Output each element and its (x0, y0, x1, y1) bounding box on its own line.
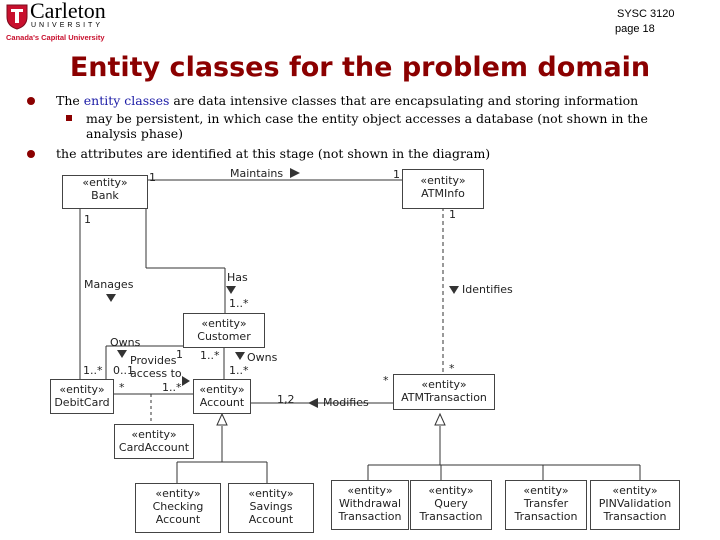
class-name: Transfer Transaction (514, 497, 578, 523)
assoc-owns-right: Owns (247, 351, 278, 364)
class-pinvalidation-transaction: «entity» PINValidation Transaction (590, 480, 680, 530)
assoc-owns-left: Owns (110, 336, 141, 349)
stereotype-label: «entity» (248, 487, 294, 500)
has-arrow-icon (226, 286, 236, 294)
class-name: ATMTransaction (401, 391, 487, 404)
mult-customer-owns-right: 1..* (200, 349, 220, 362)
class-atminfo: «entity» ATMInfo (402, 169, 484, 209)
stereotype-label: «entity» (612, 484, 658, 497)
mult-customer-has: 1..* (229, 297, 249, 310)
mult-atm-modifies: * (383, 374, 389, 387)
mult-customer-owns-left: 1 (176, 348, 183, 361)
stereotype-label: «entity» (420, 174, 466, 187)
generalization-arrow-transaction (434, 412, 446, 426)
bullet-1-prefix: The (56, 93, 80, 108)
bullet-1-highlight: entity classes (83, 93, 170, 108)
class-name: Withdrawal Transaction (338, 497, 402, 523)
sub-bullet-square (66, 115, 72, 121)
mult-atminfo-maintains: 1 (393, 168, 400, 181)
class-name: Savings Account (248, 500, 294, 526)
class-savings-account: «entity» Savings Account (228, 483, 314, 533)
provides-arrow-icon (182, 376, 190, 386)
sub-bullet-text: may be persistent, in which case the ent… (86, 111, 648, 141)
mult-provides-01: 0..1 (113, 364, 134, 377)
class-query-transaction: «entity» Query Transaction (410, 480, 492, 530)
assoc-manages: Manages (84, 278, 134, 291)
class-name: CardAccount (118, 441, 190, 454)
identifies-arrow-icon (449, 286, 459, 294)
generalization-arrow-account (216, 412, 228, 426)
assoc-modifies: Modifies (323, 396, 369, 409)
bullet-text-1: The entity classes are data intensive cl… (56, 93, 696, 108)
class-atmtransaction: «entity» ATMTransaction (393, 374, 495, 410)
class-name: Bank (91, 189, 119, 202)
assoc-provides: Provides access to (130, 354, 182, 380)
class-customer: «entity» Customer (183, 313, 265, 348)
class-name: DebitCard (54, 396, 110, 409)
stereotype-label: «entity» (421, 378, 467, 391)
mult-atminfo-down: 1 (449, 208, 456, 221)
mult-atm-identifies: * (449, 362, 455, 375)
slide-title: Entity classes for the problem domain (69, 52, 651, 83)
stereotype-label: «entity» (347, 484, 393, 497)
university-logo (6, 4, 28, 30)
mult-account-owns: 1..* (229, 364, 249, 377)
maintains-arrow-icon (290, 168, 300, 178)
stereotype-label: «entity» (428, 484, 474, 497)
mult-account-provides: 1..* (162, 381, 182, 394)
stereotype-label: «entity» (199, 383, 245, 396)
bullet-text-2: the attributes are identified at this st… (56, 146, 491, 161)
manages-arrow-icon (106, 294, 116, 302)
mult-bank-maintains: 1 (149, 171, 156, 184)
assoc-has: Has (227, 271, 248, 284)
class-checking-account: «entity» Checking Account (135, 483, 221, 533)
class-transfer-transaction: «entity» Transfer Transaction (505, 480, 587, 530)
page-number: page 18 (615, 23, 655, 35)
class-bank: «entity» Bank (62, 175, 148, 209)
class-debitcard: «entity» DebitCard (50, 379, 114, 414)
logo-tagline: Canada's Capital University (6, 33, 105, 42)
class-cardaccount: «entity» CardAccount (114, 424, 194, 459)
class-name: PINValidation Transaction (598, 497, 672, 523)
assoc-identifies: Identifies (462, 283, 513, 296)
stereotype-label: «entity» (82, 176, 128, 189)
class-name: ATMInfo (421, 187, 465, 200)
class-name: Account (199, 396, 245, 409)
stereotype-label: «entity» (59, 383, 105, 396)
mult-debit-provides: * (119, 381, 125, 394)
mult-debit-owns: 1..* (83, 364, 103, 377)
assoc-maintains: Maintains (230, 167, 284, 180)
class-name: Checking Account (152, 500, 204, 526)
mult-account-modifies: 1,2 (277, 393, 295, 406)
stereotype-label: «entity» (523, 484, 569, 497)
mult-bank-down: 1 (84, 213, 91, 226)
logo-name: Carleton (30, 0, 106, 23)
logo-university: UNIVERSITY (31, 22, 104, 29)
class-name: Query Transaction (419, 497, 483, 523)
stereotype-label: «entity» (131, 428, 177, 441)
bullet-dot (27, 150, 35, 158)
stereotype-label: «entity» (155, 487, 201, 500)
owns-left-arrow-icon (117, 350, 127, 358)
class-name: Customer (197, 330, 251, 343)
modifies-arrow-icon (308, 398, 318, 408)
class-account: «entity» Account (193, 379, 251, 414)
course-code: SYSC 3120 (617, 8, 675, 20)
class-withdrawal-transaction: «entity» Withdrawal Transaction (331, 480, 409, 530)
bullet-dot (27, 97, 35, 105)
owns-right-arrow-icon (235, 352, 245, 360)
bullet-1-suffix: are data intensive classes that are enca… (173, 93, 639, 108)
stereotype-label: «entity» (201, 317, 247, 330)
